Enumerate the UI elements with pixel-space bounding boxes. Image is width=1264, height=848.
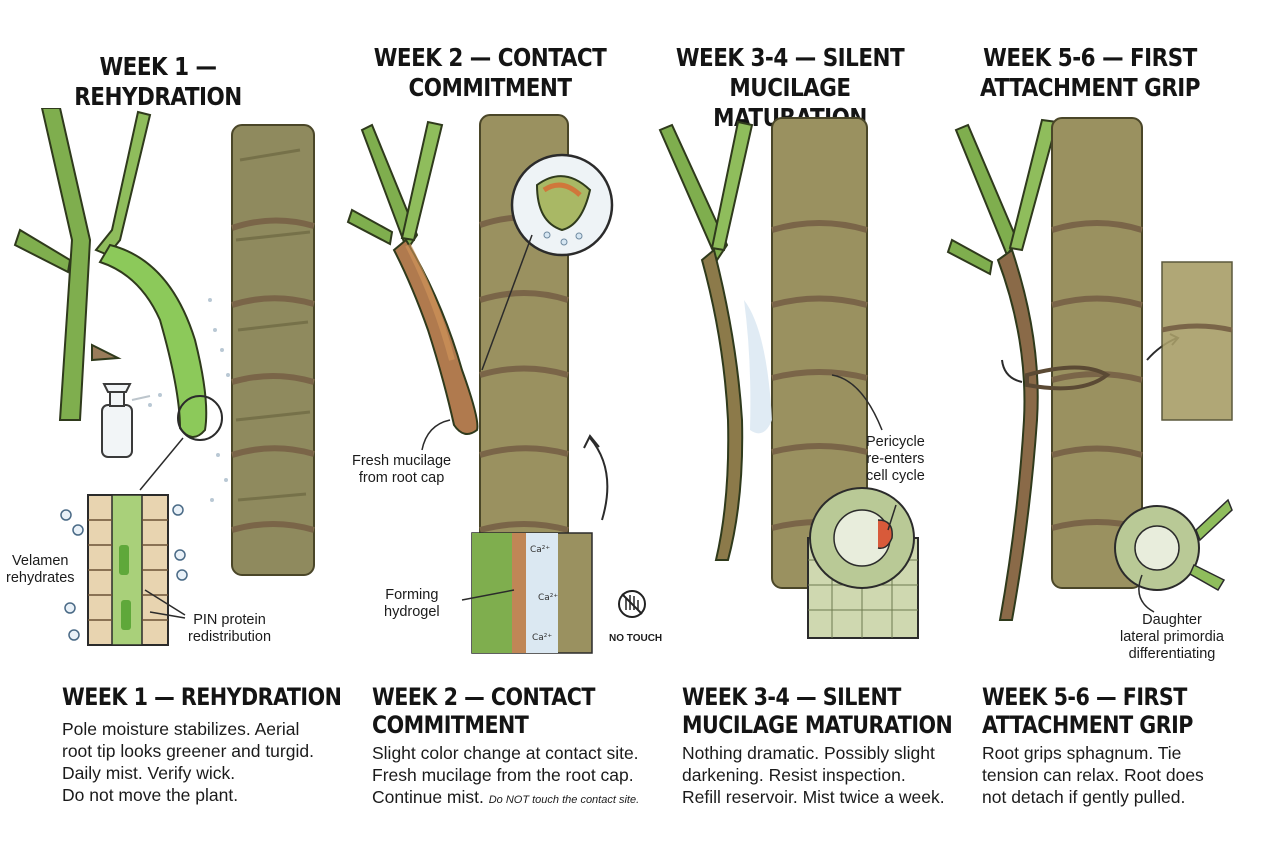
- title-line: WEEK 1 — REHYDRATION: [74, 52, 242, 111]
- grip-detail: [1161, 261, 1233, 421]
- description-line: Slight color change at contact site.: [372, 743, 639, 763]
- description-line: root tip looks greener and turgid.: [62, 741, 314, 761]
- title-line: COMMITMENT: [408, 73, 572, 102]
- panel-week-5-6: WEEK 5-6 — FIRST ATTACHMENT GRIP: [932, 0, 1248, 848]
- no-touch-hand-icon: [618, 590, 646, 618]
- moss-pole: [771, 117, 868, 589]
- description-line: Refill reservoir. Mist twice a week.: [682, 787, 945, 807]
- callout-line: Forming: [385, 587, 439, 603]
- description-note: Do NOT touch the contact site.: [488, 794, 640, 806]
- mucilage-film: [744, 300, 772, 434]
- callout-line: re-enters: [866, 451, 925, 467]
- callout-line: cell cycle: [866, 468, 925, 484]
- svg-text:Ca²⁺: Ca²⁺: [538, 593, 558, 603]
- description-line: Nothing dramatic. Possibly slight: [682, 743, 935, 763]
- title-line: WEEK 3-4 — SILENT: [675, 43, 905, 72]
- title-line: ATTACHMENT GRIP: [980, 73, 1201, 102]
- attached-root: [996, 248, 1039, 621]
- hydrogel-inset: Ca²⁺ Ca²⁺ Ca²⁺: [461, 532, 593, 654]
- panel-subtitle-week-5-6: WEEK 5-6 — FIRST ATTACHMENT GRIP: [982, 683, 1193, 739]
- moss-pole: [231, 124, 315, 576]
- stem-illustration: [658, 120, 754, 263]
- spray-bottle-icon: [101, 383, 151, 458]
- description-line: tension can relax. Root does: [982, 765, 1204, 785]
- title-line: WEEK 2 — CONTACT: [373, 43, 607, 72]
- callout-daughter-primordia: Daughter lateral primordia differentiati…: [1120, 612, 1224, 663]
- title-line: WEEK 5-6 — FIRST: [983, 43, 1197, 72]
- aerial-root: [392, 238, 479, 435]
- panel-description-week-3-4: Nothing dramatic. Possibly slight darken…: [682, 742, 945, 808]
- panel-week-3-4: WEEK 3-4 — SILENT MUCILAGE MATURATION Pe…: [632, 0, 953, 848]
- mist-droplets: [148, 298, 230, 502]
- illustration-week-2: Ca²⁺ Ca²⁺ Ca²⁺: [346, 114, 646, 654]
- lateral-primordia-cross-section: [1114, 498, 1233, 613]
- callout-line: hydrogel: [384, 604, 440, 620]
- callout-fresh-mucilage: Fresh mucilage from root cap: [352, 453, 451, 487]
- subtitle-line: MUCILAGE MATURATION: [682, 711, 953, 739]
- curved-arrow-icon: [1001, 359, 1023, 383]
- subtitle-line: ATTACHMENT GRIP: [982, 711, 1193, 739]
- root-tip-highlight: [177, 395, 223, 441]
- description-text: Continue mist.: [372, 787, 484, 807]
- moss-pole: [1051, 117, 1143, 589]
- subtitle-line: WEEK 2 — CONTACT: [372, 683, 595, 711]
- callout-velamen: Velamen rehydrates: [6, 553, 75, 587]
- description-line: Do not move the plant.: [62, 785, 239, 805]
- panel-week-1: WEEK 1 — REHYDRATION: [0, 0, 342, 848]
- aerial-root: [98, 243, 208, 438]
- description-line: Fresh mucilage from the root cap.: [372, 765, 634, 785]
- panel-subtitle-week-2: WEEK 2 — CONTACT COMMITMENT: [372, 683, 595, 739]
- callout-pin-protein: PIN protein redistribution: [188, 612, 271, 646]
- description-line: not detach if gently pulled.: [982, 787, 1186, 807]
- svg-text:Ca²⁺: Ca²⁺: [530, 545, 550, 555]
- panel-description-week-5-6: Root grips sphagnum. Tie tension can rel…: [982, 742, 1204, 808]
- panel-description-week-1: Pole moisture stabilizes. Aerial root ti…: [62, 718, 314, 806]
- aerial-root: [700, 248, 744, 561]
- panel-week-2: WEEK 2 — CONTACT COMMITMENT: [332, 0, 662, 848]
- panel-description-week-2: Slight color change at contact site. Fre…: [372, 742, 639, 811]
- callout-line: lateral primordia: [1120, 629, 1224, 645]
- callout-line: differentiating: [1128, 646, 1216, 662]
- stem-illustration: [346, 120, 444, 253]
- subtitle-line: WEEK 5-6 — FIRST: [982, 683, 1187, 711]
- curved-arrow-icon: [589, 437, 609, 521]
- callout-line: rehydrates: [6, 570, 75, 586]
- illustration-week-1: [13, 108, 315, 646]
- callout-line: Fresh mucilage: [352, 453, 452, 469]
- callout-line: Velamen: [12, 553, 69, 569]
- description-line: Daily mist. Verify wick.: [62, 763, 236, 783]
- description-line: Root grips sphagnum. Tie: [982, 743, 1182, 763]
- subtitle-line: WEEK 1 — REHYDRATION: [62, 683, 342, 711]
- panel-title-week-5-6: WEEK 5-6 — FIRST ATTACHMENT GRIP: [954, 43, 1226, 103]
- velamen-cell-inset: [60, 494, 188, 646]
- subtitle-line: COMMITMENT: [372, 711, 529, 739]
- callout-line: PIN protein: [193, 612, 266, 628]
- callout-line: from root cap: [358, 470, 445, 486]
- description-line: darkening. Resist inspection.: [682, 765, 906, 785]
- panel-subtitle-week-1: WEEK 1 — REHYDRATION: [62, 683, 342, 711]
- description-line: Pole moisture stabilizes. Aerial: [62, 719, 300, 739]
- callout-line: redistribution: [188, 629, 272, 645]
- root-cap-magnifier: [481, 153, 614, 371]
- callout-line: Pericycle: [866, 434, 925, 450]
- stem-illustration: [13, 108, 152, 421]
- no-touch-label: NO TOUCH: [609, 633, 663, 644]
- svg-text:Ca²⁺: Ca²⁺: [532, 633, 552, 643]
- panel-title-week-1: WEEK 1 — REHYDRATION: [22, 52, 294, 112]
- callout-forming-hydrogel: Forming hydrogel: [384, 587, 440, 621]
- stem-illustration: [946, 118, 1059, 276]
- description-line: Continue mist. Do NOT touch the contact …: [372, 786, 639, 811]
- callout-pericycle: Pericycle re-enters cell cycle: [866, 434, 925, 485]
- panel-subtitle-week-3-4: WEEK 3-4 — SILENT MUCILAGE MATURATION: [682, 683, 953, 739]
- illustration-week-5-6: [946, 117, 1233, 621]
- illustration-week-3-4: [658, 117, 919, 639]
- panel-title-week-2: WEEK 2 — CONTACT COMMITMENT: [354, 43, 626, 103]
- pericycle-cross-section: [807, 487, 919, 639]
- callout-line: Daughter: [1142, 612, 1202, 628]
- subtitle-line: WEEK 3-4 — SILENT: [682, 683, 901, 711]
